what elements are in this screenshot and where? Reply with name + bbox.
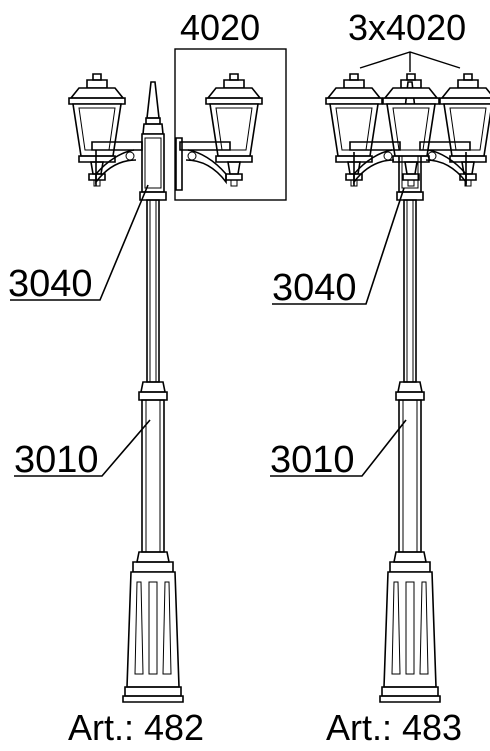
left-column-leader xyxy=(14,419,151,477)
left-lamp-post xyxy=(68,48,287,703)
right-column-label: 3010 xyxy=(270,439,355,481)
right-top-label: 3x4020 xyxy=(348,7,466,48)
right-top-leader xyxy=(359,51,461,72)
right-crossarm-label: 3040 xyxy=(272,267,357,309)
right-article-number: Art.: 483 xyxy=(326,707,462,748)
left-column-label: 3010 xyxy=(14,439,99,481)
left-crossarm-label: 3040 xyxy=(8,263,93,305)
right-lamp-post xyxy=(325,73,490,703)
lantern-icon xyxy=(68,73,126,187)
left-top-label: 4020 xyxy=(180,7,260,48)
detail-frame xyxy=(174,48,287,201)
left-crossarm-leader xyxy=(10,184,149,301)
lantern-icon xyxy=(439,73,490,187)
right-column-leader xyxy=(270,419,407,477)
left-article-number: Art.: 482 xyxy=(68,707,204,748)
right-crossarm-leader xyxy=(272,187,405,305)
